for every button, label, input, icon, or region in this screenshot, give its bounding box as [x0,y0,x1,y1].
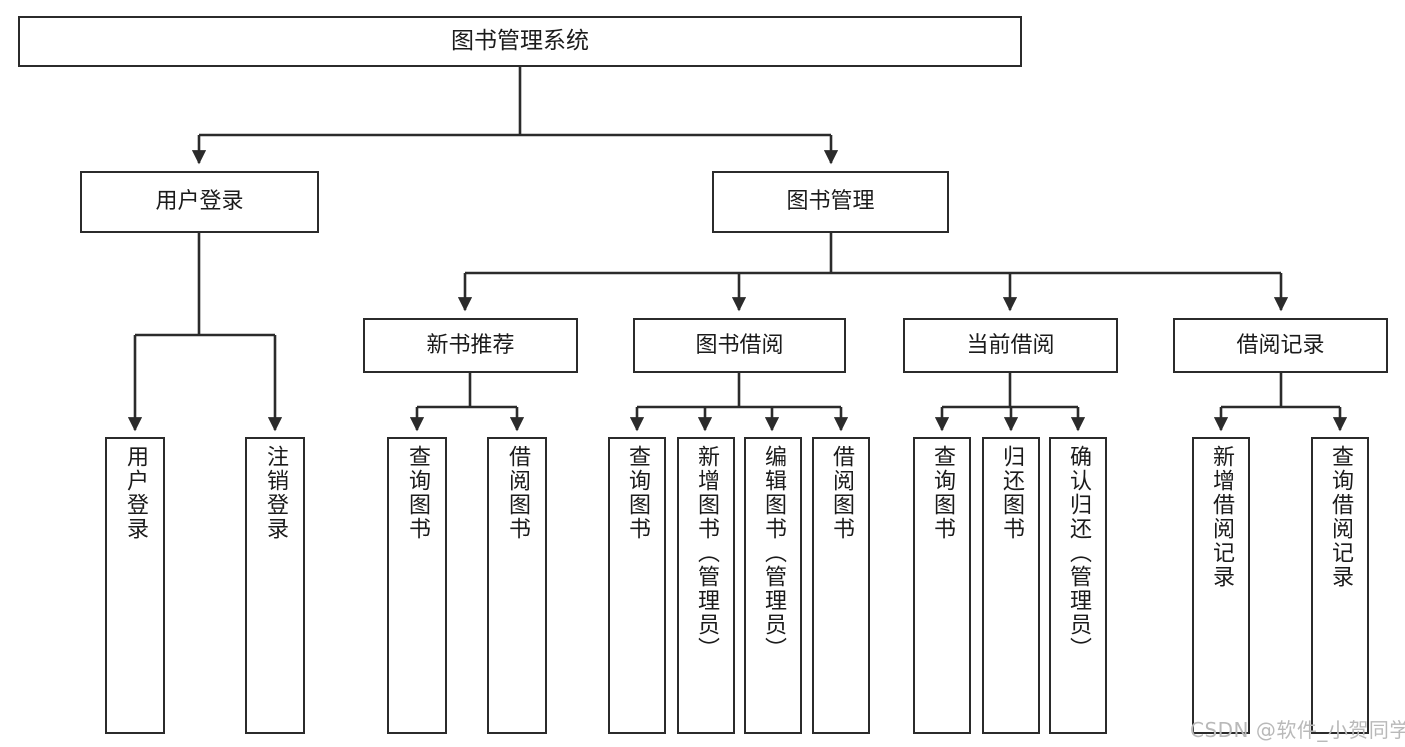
leaf-current-borrow-query-book[interactable]: 查询图书 [913,437,971,734]
csdn-watermark: CSDN @软件_小贺同学 [1190,718,1405,742]
node-label: 查询图书 [930,445,955,541]
node-label: 归还图书 [999,445,1024,541]
leaf-current-borrow-confirm-return-admin[interactable]: 确认归还（管理员） [1049,437,1107,734]
leaf-book-borrow-borrow-book[interactable]: 借阅图书 [812,437,870,734]
node-label: 查询借阅记录 [1328,445,1353,589]
node-label: 借阅图书 [829,445,854,541]
leaf-current-borrow-return-book[interactable]: 归还图书 [982,437,1040,734]
node-new-book-recommend[interactable]: 新书推荐 [363,318,578,373]
node-label: 查询图书 [405,445,430,541]
node-book-borrow[interactable]: 图书借阅 [633,318,846,373]
node-current-borrow[interactable]: 当前借阅 [903,318,1118,373]
node-label: 编辑图书（管理员） [761,445,786,661]
node-label: 新书推荐 [426,332,515,358]
leaf-new-book-borrow-book[interactable]: 借阅图书 [487,437,547,734]
node-label: 借阅记录 [1236,332,1325,358]
node-borrow-record[interactable]: 借阅记录 [1173,318,1388,373]
leaf-book-borrow-add-book-admin[interactable]: 新增图书（管理员） [677,437,735,734]
node-label: 用户登录 [123,445,148,541]
node-root-book-management-system[interactable]: 图书管理系统 [18,16,1022,67]
node-book-management[interactable]: 图书管理 [712,171,949,233]
node-label: 新增借阅记录 [1209,445,1234,589]
node-label: 用户登录 [155,189,244,215]
node-label: 图书管理系统 [451,27,589,54]
leaf-borrow-record-add-record[interactable]: 新增借阅记录 [1192,437,1250,734]
node-label: 查询图书 [625,445,650,541]
leaf-logout[interactable]: 注销登录 [245,437,305,734]
node-label: 新增图书（管理员） [694,445,719,661]
node-label: 图书管理 [786,189,875,215]
node-user-login[interactable]: 用户登录 [80,171,319,233]
node-label: 当前借阅 [966,332,1055,358]
node-label: 借阅图书 [505,445,530,541]
leaf-user-login[interactable]: 用户登录 [105,437,165,734]
node-label: 注销登录 [263,445,288,541]
node-label: 图书借阅 [695,332,784,358]
node-label: 确认归还（管理员） [1066,445,1091,661]
leaf-borrow-record-query-record[interactable]: 查询借阅记录 [1311,437,1369,734]
leaf-book-borrow-query-book[interactable]: 查询图书 [608,437,666,734]
leaf-book-borrow-edit-book-admin[interactable]: 编辑图书（管理员） [744,437,802,734]
leaf-new-book-query-book[interactable]: 查询图书 [387,437,447,734]
